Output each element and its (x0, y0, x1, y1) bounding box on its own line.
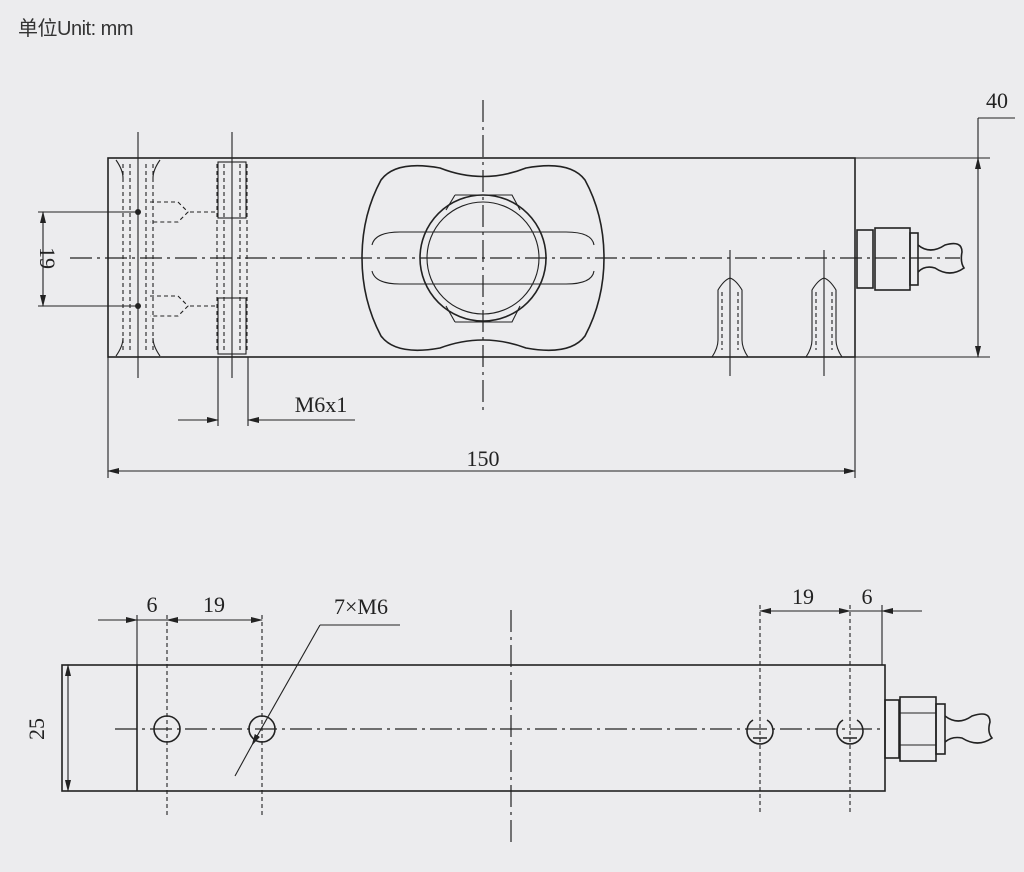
bottom-body-outline (61, 664, 886, 792)
dim-right-spacing: 19 (792, 584, 814, 609)
unit-label: 单位Unit: mm (18, 18, 134, 40)
dim-left-edge: 6 (147, 592, 158, 617)
dim-thread: M6x1 (295, 392, 348, 417)
bottom-view: 6 19 19 6 7×M6 25 (24, 584, 994, 842)
cable-connector-top (856, 227, 966, 291)
holes-callout: 7×M6 (334, 594, 388, 619)
dim-hole-spacing: 19 (35, 247, 60, 269)
load-cell-cutout (361, 164, 605, 352)
left-threaded-holes (115, 132, 248, 378)
dim-height: 40 (986, 88, 1008, 113)
dim-width: 25 (24, 718, 49, 740)
right-threaded-holes (711, 250, 843, 376)
cable-connector-bottom (884, 696, 994, 762)
dim-right-edge: 6 (862, 584, 873, 609)
dim-length: 150 (467, 446, 500, 471)
dim-left-spacing: 19 (203, 592, 225, 617)
top-view: 150 40 19 M6x1 (35, 88, 1015, 478)
